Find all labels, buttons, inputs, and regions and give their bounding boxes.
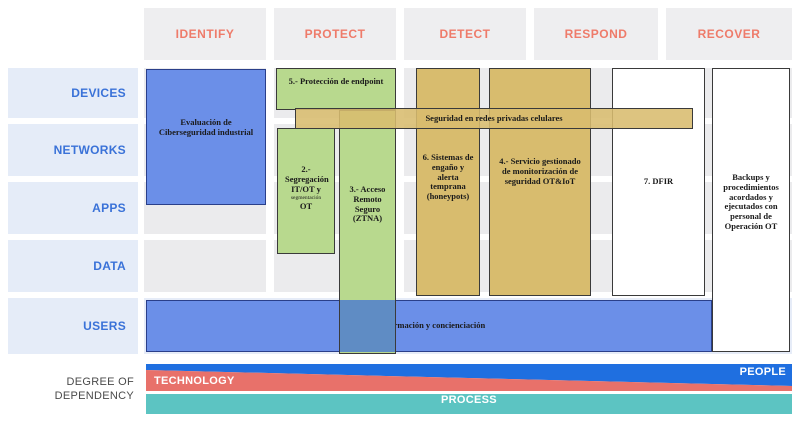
it-ot-segregation-small-label: segmentación xyxy=(290,195,322,202)
cybersecurity-assessment-label: Evaluación de Ciberseguridad industrial xyxy=(158,117,254,137)
dfir-label: 7. DFIR xyxy=(643,176,674,186)
cybersecurity-assessment-box: Evaluación de Ciberseguridad industrial xyxy=(146,69,266,205)
endpoint-protection-label: 5.- Protección de endpoint xyxy=(288,76,384,86)
managed-monitoring-service-label: 4.- Servicio gestionado de monitorizació… xyxy=(499,156,581,186)
process-band xyxy=(146,394,792,414)
people-label: PEOPLE xyxy=(739,366,786,378)
column-header-respond: RESPOND xyxy=(534,8,658,60)
people-wedge xyxy=(146,364,792,386)
deception-systems-box: 6. Sistemas de engaño y alerta temprana … xyxy=(416,68,480,296)
backups-box: Backups y procedimientos acordados y eje… xyxy=(712,68,790,352)
secure-remote-access-label: 3.- Acceso Remoto Seguro (ZTNA) xyxy=(349,184,386,224)
column-header-detect: DETECT xyxy=(404,8,526,60)
dfir-box: 7. DFIR xyxy=(612,68,705,296)
row-header-data: DATA xyxy=(8,240,138,292)
private-cellular-network-security-label: Seguridad en redes privadas celulares xyxy=(425,112,563,123)
managed-monitoring-service-box: 4.- Servicio gestionado de monitorizació… xyxy=(489,68,591,296)
training-awareness-box: 1.- Formación y concienciación xyxy=(146,300,712,352)
it-ot-segregation-label: 2.- Segregación IT/OT y xyxy=(285,164,329,194)
private-cellular-network-security-band: Seguridad en redes privadas celulares xyxy=(295,108,693,129)
row-header-users: USERS xyxy=(8,298,138,354)
column-header-recover: RECOVER xyxy=(666,8,792,60)
row-header-devices: DEVICES xyxy=(8,68,138,118)
row-header-apps: APPS xyxy=(8,182,138,234)
technology-label: TECHNOLOGY xyxy=(154,375,235,387)
column-header-protect: PROTECT xyxy=(274,8,396,60)
training-awareness-label: 1.- Formación y concienciación xyxy=(372,320,486,331)
dependency-bars xyxy=(146,364,792,414)
deception-systems-label: 6. Sistemas de engaño y alerta temprana … xyxy=(422,152,474,202)
it-ot-segregation-ot-label: OT xyxy=(299,200,313,211)
column-header-identify: IDENTIFY xyxy=(144,8,266,60)
secure-remote-access-users-overlap xyxy=(340,300,395,352)
it-ot-segregation-box: 2.- Segregación IT/OT y segmentación OT xyxy=(277,128,335,254)
backups-label: Backups y procedimientos acordados y eje… xyxy=(723,172,779,231)
row-header-networks: NETWORKS xyxy=(8,124,138,176)
grid-cell xyxy=(144,240,266,292)
technology-wedge xyxy=(146,370,792,391)
degree-of-dependency-line1: DEGREE OF xyxy=(66,376,134,388)
degree-of-dependency-label: DEGREE OF DEPENDENCY xyxy=(8,376,134,404)
endpoint-protection-box: 5.- Protección de endpoint xyxy=(276,68,396,110)
process-label: PROCESS xyxy=(441,394,497,406)
degree-of-dependency-line2: DEPENDENCY xyxy=(54,389,134,402)
